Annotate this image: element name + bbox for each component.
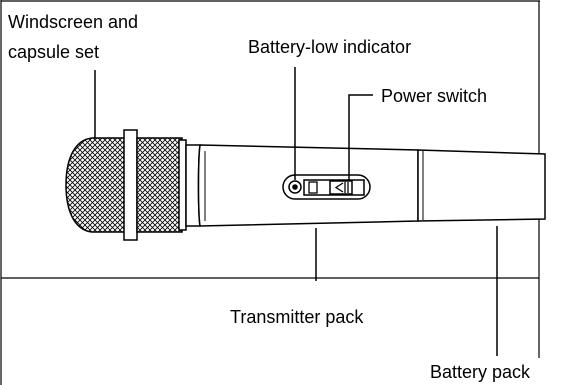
- battery-pack-body: [417, 149, 546, 222]
- battery-low-indicator-label: Battery-low indicator: [248, 37, 412, 57]
- power-switch-knob-arrow: [334, 182, 344, 193]
- windscreen-ring: [123, 129, 138, 241]
- mesh-clamp: [178, 139, 187, 231]
- battery-pack-label: Battery pack: [430, 362, 531, 382]
- windscreen-label-line2: capsule set: [8, 42, 100, 62]
- transmitter-pack-label: Transmitter pack: [230, 307, 364, 327]
- power-switch-label: Power switch: [381, 86, 488, 106]
- power-switch-marker: [308, 181, 318, 194]
- windscreen-label: Windscreen and: [8, 12, 139, 32]
- power-switch-knob[interactable]: [329, 180, 353, 195]
- windscreen-inner-ring: [136, 137, 183, 233]
- battery-low-indicator-dot: [292, 184, 298, 190]
- windscreen-mesh: [65, 137, 126, 233]
- leader-lines: [94, 67, 498, 356]
- leader-power-switch: [348, 94, 373, 181]
